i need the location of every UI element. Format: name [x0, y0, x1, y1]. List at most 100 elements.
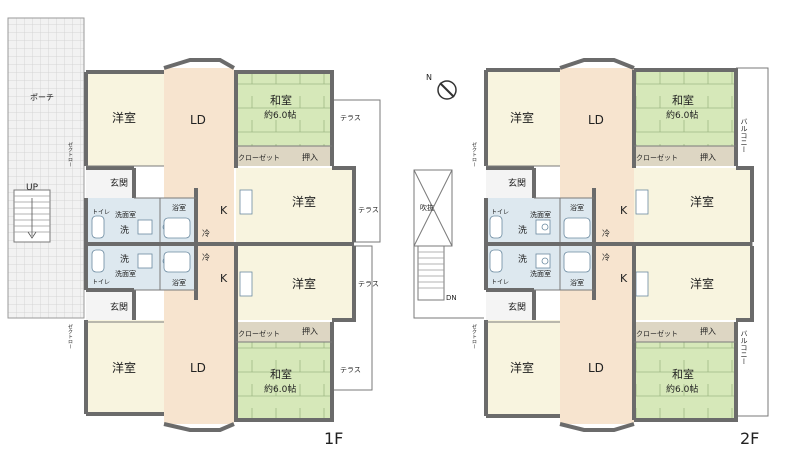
- label-2f-closet-2: クローゼット: [636, 329, 678, 338]
- kitchen-2f-1: [594, 188, 634, 242]
- label-2f-fridge-1: 冷: [602, 228, 610, 238]
- floor-1-label: 1F: [324, 429, 343, 448]
- stair-hall-outline: [413, 170, 484, 319]
- label-1f-washitsu-1: 和室: [270, 93, 292, 107]
- label-2f-western-4: 洋室: [690, 276, 714, 291]
- genkan-2f-1: [486, 168, 534, 198]
- room-washitsu-1: [236, 72, 332, 146]
- room-2f-western-2: [634, 168, 752, 242]
- label-2f-ld-1: LD: [588, 113, 604, 127]
- label-2f-toilet-2: トイレ: [491, 279, 509, 286]
- label-1f-closet-2: クローゼット: [238, 329, 280, 338]
- genkan-1: [86, 168, 134, 198]
- label-1f-fridge-2: 冷: [202, 252, 210, 262]
- oshiire-2: [286, 322, 332, 342]
- label-2f-genkan-2: 玄関: [508, 301, 526, 313]
- stairs-down: [417, 245, 445, 301]
- label-1f-oshiire-1: 押入: [302, 152, 318, 162]
- terrace-outline-bottom: [332, 245, 373, 391]
- kitchen-2f-2: [594, 246, 634, 300]
- label-1f-closet-1: クローゼット: [238, 153, 280, 162]
- walls-1f: [84, 58, 356, 432]
- room-western-2: [236, 168, 354, 242]
- fixtures-2: [489, 189, 649, 297]
- genkan-2f-2: [486, 290, 534, 320]
- terrace-outline-top: [332, 99, 381, 243]
- label-2f-bath-2: 浴室: [570, 278, 584, 287]
- label-2f-fridge-2: 冷: [602, 252, 610, 262]
- label-2f-genkan-1: 玄関: [508, 177, 526, 189]
- room-2f-western-4: [634, 246, 752, 320]
- label-1f-terrace-3: テラス: [358, 280, 379, 288]
- label-2f-washitsu-size-2: 約6.0帖: [666, 383, 698, 395]
- room-western-1: [86, 72, 164, 166]
- label-2f-washer-2: 洗: [518, 253, 527, 265]
- stairs-up-label: UP: [26, 183, 39, 193]
- closet-2f-1: [634, 146, 686, 166]
- oshiire-2f-1: [686, 146, 736, 166]
- label-2f-oshiire-1: 押入: [700, 152, 716, 162]
- label-1f-toilet-2: トイレ: [92, 279, 110, 286]
- label-1f-washitsu-size-1: 約6.0帖: [264, 109, 296, 121]
- label-1f-shoe-2: ゼクトロー: [67, 323, 73, 349]
- room-2f-washitsu-2: [634, 342, 736, 420]
- label-1f-western-3: 洋室: [112, 360, 136, 375]
- label-1f-kitchen-2: K: [220, 272, 228, 285]
- room-western-4: [236, 246, 354, 320]
- walls-2f: [484, 58, 754, 432]
- oshiire-1: [286, 146, 332, 166]
- label-1f-bath-1: 浴室: [172, 203, 186, 212]
- room-2f-western-3: [486, 320, 560, 416]
- inner-walls-2f: [486, 145, 736, 343]
- kitchen-2: [196, 246, 234, 300]
- label-2f-kitchen-1: K: [620, 204, 628, 217]
- oshiire-2f-2: [686, 322, 736, 342]
- label-2f-western-3: 洋室: [510, 360, 534, 375]
- compass-north-label: N: [426, 73, 432, 82]
- label-2f-closet-1: クローゼット: [636, 153, 678, 162]
- label-1f-wash-room-2: 洗面室: [115, 269, 136, 278]
- closet-2: [236, 322, 286, 342]
- label-2f-balcony-2: バルコニー: [740, 330, 748, 365]
- label-1f-washer-1: 洗: [120, 224, 129, 236]
- label-2f-shoe-1: ゼクトロー: [471, 141, 477, 167]
- label-2f-washitsu-size-1: 約6.0帖: [666, 109, 698, 121]
- room-washitsu-2: [236, 342, 332, 420]
- label-2f-balcony-1: バルコニー: [740, 118, 748, 153]
- fixtures-1: [91, 189, 253, 297]
- label-1f-washitsu-2: 和室: [270, 367, 292, 381]
- label-2f-washitsu-2: 和室: [672, 367, 694, 381]
- label-1f-western-2: 洋室: [292, 194, 316, 209]
- label-1f-bath-2: 浴室: [172, 278, 186, 287]
- inner-walls-1f: [86, 145, 332, 343]
- room-2f-washitsu-1: [634, 70, 736, 146]
- label-1f-terrace-2: テラス: [358, 206, 379, 214]
- void-cross: [413, 169, 453, 247]
- label-2f-shoe-2: ゼクトロー: [471, 323, 477, 349]
- porch-label: ポーチ: [30, 93, 54, 102]
- floor-2: 吹抜 DN N: [413, 58, 769, 432]
- label-2f-western-1: 洋室: [510, 110, 534, 125]
- label-2f-bath-1: 浴室: [570, 203, 584, 212]
- label-1f-washitsu-size-2: 約6.0帖: [264, 383, 296, 395]
- label-1f-shoe-1: ゼクトロー: [67, 141, 73, 167]
- label-1f-western-4: 洋室: [292, 276, 316, 291]
- stairs-up: [13, 189, 51, 243]
- label-1f-genkan-2: 玄関: [110, 301, 128, 313]
- label-1f-oshiire-2: 押入: [302, 326, 318, 336]
- label-2f-western-2: 洋室: [690, 194, 714, 209]
- floor-2-label: 2F: [740, 429, 759, 448]
- label-2f-wash-room-2: 洗面室: [530, 269, 551, 278]
- closet-2f-2: [634, 322, 686, 342]
- label-1f-toilet-1: トイレ: [92, 209, 110, 216]
- label-2f-ld-2: LD: [588, 361, 604, 375]
- label-1f-terrace-4: テラス: [340, 366, 361, 374]
- closet-1: [236, 146, 286, 166]
- kitchen-1: [196, 188, 234, 242]
- genkan-2: [86, 290, 134, 320]
- compass-icon: [437, 80, 457, 100]
- label-1f-fridge-1: 冷: [202, 228, 210, 238]
- label-2f-washer-1: 洗: [518, 224, 527, 236]
- label-2f-wash-room-1: 洗面室: [530, 210, 551, 219]
